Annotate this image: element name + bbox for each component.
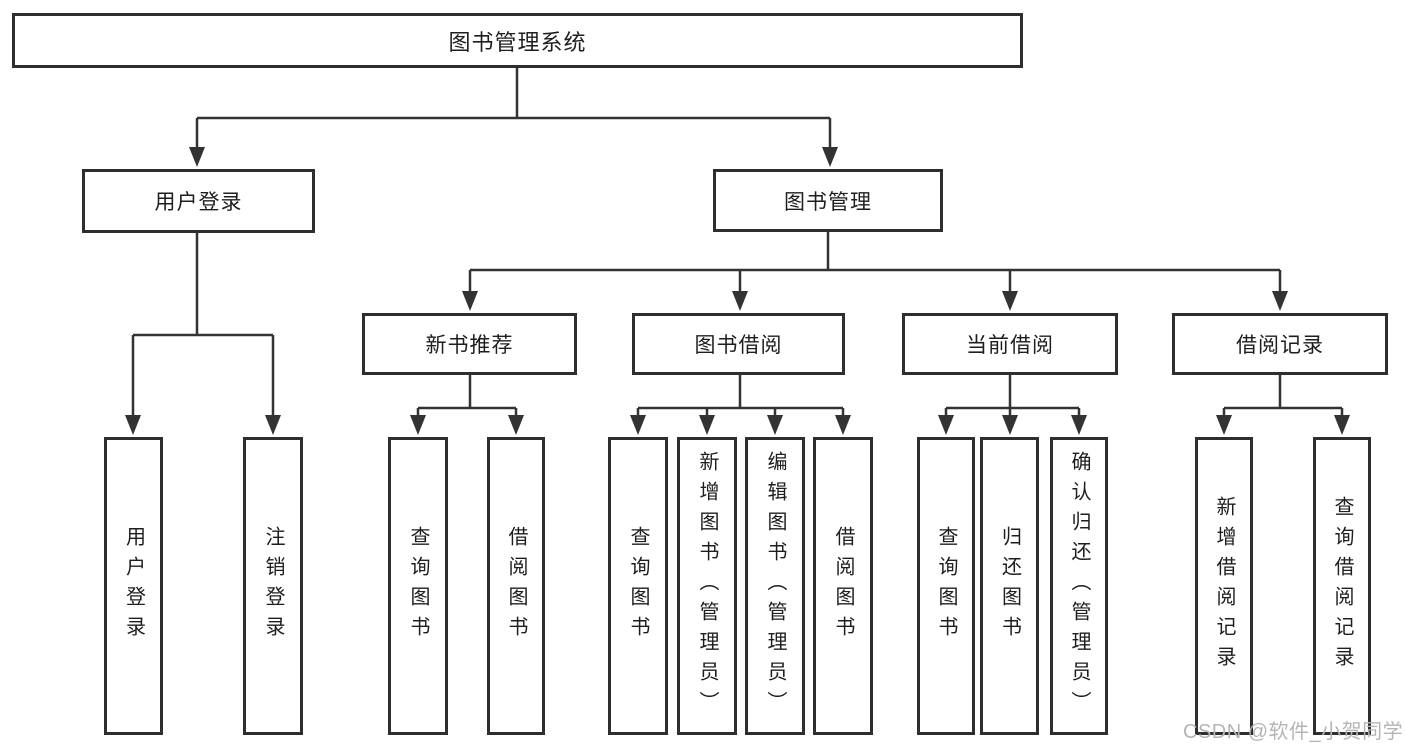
- node-label: 借阅图书: [505, 526, 527, 646]
- node-label: 当前借阅: [966, 334, 1054, 357]
- node-label: 注销登录: [262, 526, 284, 646]
- node-label: 用户登录: [122, 526, 145, 646]
- node-label: 新增图书（管理员）: [696, 451, 718, 721]
- node-search-books-current: 查询图书: [917, 437, 975, 735]
- node-label: 查询图书: [935, 526, 957, 646]
- node-label: 查询图书: [627, 526, 649, 646]
- node-label: 借阅记录: [1236, 334, 1324, 357]
- node-user-login: 用户登录: [82, 169, 315, 233]
- node-library-system: 图书管理系统: [12, 13, 1023, 68]
- node-label: 图书管理: [784, 190, 872, 214]
- node-user-login-leaf: 用户登录: [104, 437, 163, 735]
- node-borrowing-records: 借阅记录: [1172, 313, 1388, 375]
- node-label: 新书推荐: [425, 334, 514, 357]
- node-confirm-return-admin: 确认归还（管理员）: [1050, 437, 1108, 735]
- node-label: 图书管理系统: [448, 29, 587, 55]
- node-logout: 注销登录: [243, 437, 303, 735]
- node-return-books: 归还图书: [980, 437, 1039, 735]
- node-add-books-admin: 新增图书（管理员）: [677, 437, 737, 735]
- node-add-borrow-record: 新增借阅记录: [1195, 437, 1253, 735]
- node-borrow-books-recommend: 借阅图书: [487, 437, 545, 735]
- node-label: 借阅图书: [832, 526, 854, 646]
- node-edit-books-admin: 编辑图书（管理员）: [745, 437, 805, 735]
- node-search-books-recommend: 查询图书: [388, 437, 448, 735]
- csdn-watermark: CSDN @软件_小贺同学: [1183, 721, 1404, 743]
- node-new-book-recommend: 新书推荐: [362, 313, 577, 375]
- node-label: 确认归还（管理员）: [1068, 451, 1090, 721]
- node-borrow-books-borrowing: 借阅图书: [813, 437, 873, 735]
- node-label: 图书借阅: [694, 334, 783, 357]
- node-label: 查询借阅记录: [1331, 496, 1353, 676]
- node-search-borrow-record: 查询借阅记录: [1313, 437, 1371, 735]
- node-label: 归还图书: [998, 526, 1021, 646]
- node-label: 新增借阅记录: [1213, 496, 1235, 676]
- node-search-books-borrowing: 查询图书: [608, 437, 668, 735]
- node-label: 编辑图书（管理员）: [764, 451, 786, 721]
- node-current-borrowing: 当前借阅: [902, 313, 1118, 375]
- node-label: 查询图书: [407, 526, 429, 646]
- node-book-borrowing: 图书借阅: [632, 313, 845, 375]
- node-book-management: 图书管理: [713, 169, 943, 232]
- node-label: 用户登录: [154, 191, 243, 214]
